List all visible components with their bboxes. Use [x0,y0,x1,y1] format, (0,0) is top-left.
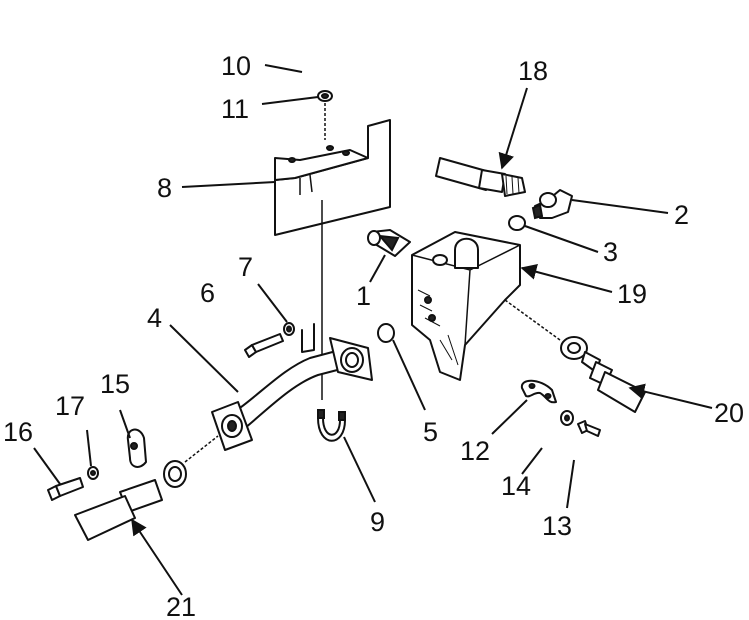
callout-13: 13 [542,511,572,541]
callout-2: 2 [674,200,689,230]
callout-5: 5 [423,417,438,447]
callout-11: 11 [221,94,249,124]
callout-1: 1 [356,281,371,311]
callout-10: 10 [221,51,251,81]
bolt-6 [244,333,284,358]
callout-18: 18 [518,56,548,86]
pipe-support-tab [301,323,315,353]
nozzle-fitting [367,229,411,257]
manifold-block [411,231,521,381]
callout-8: 8 [157,173,172,203]
callout-15: 15 [100,369,130,399]
callout-3: 3 [603,237,618,267]
elbow-fitting [531,189,573,220]
u-bolt [317,409,346,442]
hose-18 [435,157,526,197]
callout-14: 14 [501,471,531,501]
callout-21: 21 [166,592,196,620]
bolt-16 [47,477,84,501]
callout-labels: 1 2 3 4 5 6 7 8 9 10 11 12 13 14 15 16 1… [3,51,744,620]
washer-7 [283,322,295,336]
clamp-12 [520,379,557,404]
bracket-plate [274,119,391,236]
exhaust-pipe [211,337,373,451]
callout-7: 7 [238,252,253,282]
leader-lines [33,64,713,596]
washer-14 [560,410,574,426]
callout-17: 17 [55,391,85,421]
callout-16: 16 [3,417,33,447]
callout-12: 12 [460,436,490,466]
o-ring-5 [377,323,395,343]
callout-6: 6 [200,278,215,308]
callout-4: 4 [147,303,162,333]
callout-20: 20 [714,398,744,428]
clamp-15 [126,428,147,468]
top-washer [317,90,333,140]
o-ring-3 [508,215,526,231]
callout-19: 19 [617,279,647,309]
washer-17 [87,466,99,480]
bolt-13 [577,420,601,437]
callout-9: 9 [370,507,385,537]
hose-21 [74,435,219,541]
